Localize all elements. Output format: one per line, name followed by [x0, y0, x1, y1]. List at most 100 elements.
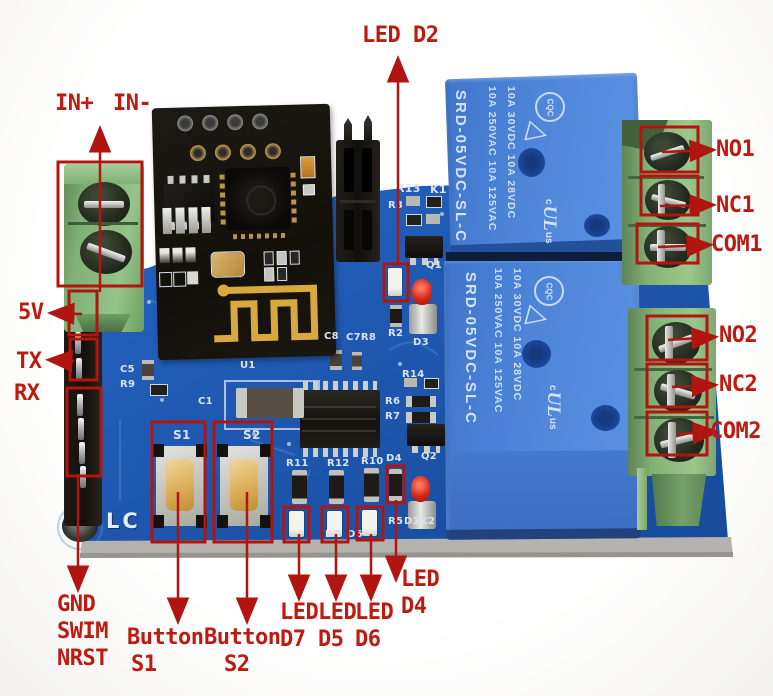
jumper-slot: [362, 210, 372, 250]
label-rx: RX: [14, 381, 40, 406]
silkscreen-d3: D3: [413, 337, 429, 348]
mcu-pins-bottom: [303, 448, 377, 457]
jumper-pin: [364, 115, 372, 144]
label-gnd: GND: [57, 592, 96, 617]
button-s2: [217, 444, 271, 528]
resistor-r2-component: [390, 305, 402, 327]
silkscreen-q1: Q1: [426, 260, 443, 271]
button-tab: [217, 444, 228, 457]
no1-screw: [644, 132, 690, 172]
silkscreen-r11: R11: [286, 458, 309, 469]
module-smd: [289, 250, 300, 265]
button-tab: [217, 515, 228, 528]
relay1-rating-1: 10A 250VAC 10A 125VAC: [486, 86, 498, 232]
silkscreen-r5: R5: [388, 516, 404, 527]
relay-gap: [446, 252, 642, 261]
silkscreen-r6: R6: [385, 396, 401, 407]
smd-component: [424, 378, 439, 389]
chip-marking: [302, 406, 376, 408]
silkscreen-d4: D4: [386, 453, 402, 464]
pcb-antenna: [214, 284, 319, 343]
com1-screw: [644, 226, 692, 268]
terminal-foot: [75, 314, 131, 332]
terminal-groove: [68, 222, 138, 225]
smd-component: [404, 378, 417, 387]
label-led-d2: LED D2: [362, 23, 439, 48]
transistor-q1-legs: [410, 258, 438, 265]
capacitor-c1: [236, 388, 304, 418]
jumper-pin: [344, 118, 352, 144]
relay2-model-text: SRD-05VDC-SL-C: [462, 272, 479, 426]
jumper-slot: [344, 148, 354, 192]
via: [398, 362, 402, 366]
via: [160, 398, 164, 402]
button-tab: [153, 444, 164, 457]
module-pad: [264, 143, 282, 160]
smd-component: [406, 214, 422, 226]
brand-logo-lc: LC: [106, 509, 141, 533]
relay2-cqc-logo: CQC: [534, 276, 564, 306]
smd-component: [150, 384, 168, 396]
silkscreen-k1: K1: [430, 183, 447, 196]
label-com2: COM2: [710, 419, 761, 444]
smd-component: [426, 196, 442, 208]
smd-component: [142, 360, 154, 380]
chip-marking: [302, 430, 376, 432]
module-pad: [239, 143, 257, 161]
relay1-cqc-logo: CQC: [535, 92, 565, 122]
label-no2: NO2: [719, 323, 758, 348]
label-5v: 5V: [18, 300, 44, 325]
label-led-d6: LED D6: [355, 600, 394, 652]
button-actuator: [230, 459, 258, 511]
silkscreen-r3: R3: [388, 200, 404, 211]
silkscreen-c5: C5: [120, 364, 135, 375]
label-button-s1: Button S1: [127, 625, 204, 677]
silkscreen-s2: S2: [243, 428, 261, 442]
flash-pins-top: [167, 174, 212, 184]
silkscreen-u1: U1: [240, 360, 256, 371]
label-com1: COM1: [711, 232, 762, 257]
module-smd: [162, 207, 173, 235]
module-smd: [159, 247, 170, 264]
silkscreen-r14: R14: [402, 369, 425, 380]
silkscreen-d1: D1: [404, 516, 420, 527]
relay2-rating-2: 10A 30VDC 10A 28VDC: [511, 268, 523, 402]
relay1-hole: [584, 214, 610, 237]
module-smd: [263, 251, 274, 266]
relay1-ul-mark: c UL us: [539, 199, 560, 244]
button-tab: [260, 444, 271, 457]
relay2-ul-mark: c UL us: [543, 385, 564, 430]
transistor-q1: [405, 236, 443, 258]
label-no1: NO1: [716, 137, 755, 162]
module-smd: [175, 207, 186, 234]
smd-component: [406, 412, 436, 423]
label-led-d7: LED D7: [280, 600, 319, 652]
module-orange-component: [300, 156, 316, 179]
terminal-groove: [628, 176, 704, 179]
silkscreen-r10: R10: [361, 456, 384, 467]
led-d6-component: [362, 510, 377, 536]
module-pad: [176, 115, 194, 132]
smd-component: [426, 214, 440, 224]
red-led-d3-base: [409, 304, 437, 334]
led-d7-component: [289, 511, 304, 537]
via: [287, 442, 291, 446]
relay1-hole: [518, 148, 545, 177]
label-in-plus: IN+: [55, 91, 94, 116]
silkscreen-q2: Q2: [421, 451, 438, 462]
silkscreen-r13: R13: [396, 182, 421, 195]
module-pad: [226, 113, 244, 131]
label-in-minus: IN-: [113, 91, 152, 116]
module-smd: [302, 184, 316, 196]
relay2-rating-1: 10A 250VAC 10A 125VAC: [492, 268, 504, 414]
diode-d4-component: [389, 469, 402, 501]
mcu-chip: [300, 390, 380, 448]
silkscreen-s1: S1: [173, 428, 191, 442]
via: [147, 300, 151, 304]
smd-component: [406, 196, 420, 206]
module-pad: [214, 144, 232, 161]
silkscreen-c7r8: C7R8: [346, 332, 377, 343]
button-tab: [153, 515, 164, 528]
smd-component: [406, 396, 436, 407]
